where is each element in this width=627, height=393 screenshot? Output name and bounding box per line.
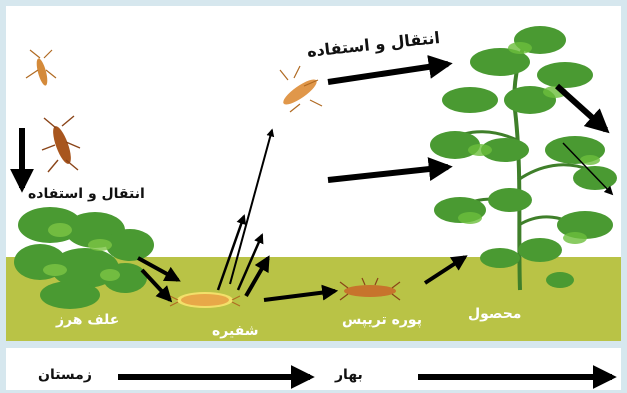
transfer-label-left: انتقال و استفاده: [28, 186, 145, 202]
crop-label: محصول: [468, 306, 521, 322]
pupa-label: شفیره: [212, 323, 259, 339]
tomato-plant-icon: [430, 26, 617, 290]
weed-label: علف هرز: [56, 312, 119, 328]
weed-plant-icon: [14, 207, 154, 309]
nymph-label: پوره تریپس: [342, 312, 422, 328]
pupa-icon: [170, 292, 240, 308]
thrips-adult-icon: [42, 116, 80, 172]
spring-label: بهار: [335, 367, 363, 383]
thrips-adult-icon: [280, 66, 322, 112]
thrips-adult-icon: [26, 50, 56, 87]
winter-label: زمستان: [38, 367, 92, 383]
thrips-nymph-icon: [340, 278, 400, 300]
